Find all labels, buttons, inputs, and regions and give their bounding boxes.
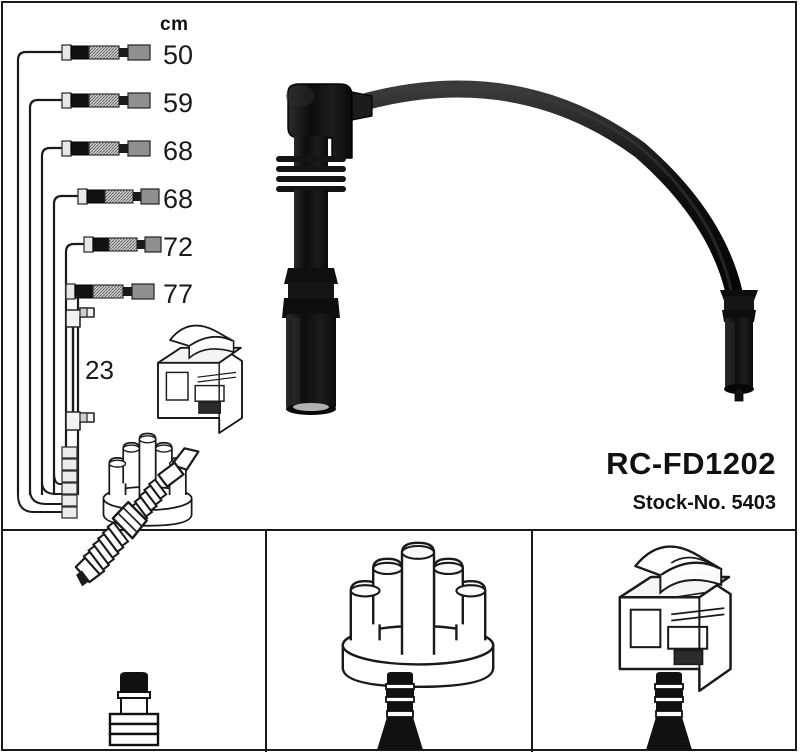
length-label-6: 77	[163, 279, 194, 309]
stock-number: Stock-No. 5403	[632, 492, 776, 514]
length-label-3: 68	[163, 136, 194, 166]
panel-divider-1	[265, 531, 267, 752]
horizontal-divider	[3, 529, 797, 531]
panel-divider-2	[531, 531, 533, 752]
length-label-4: 68	[163, 184, 194, 214]
length-label-5: 72	[163, 232, 194, 262]
unit-header: cm	[160, 14, 189, 35]
part-code: RC-FD1202	[606, 446, 776, 481]
short-lead-length-label: 23	[85, 355, 114, 385]
length-label-1: 50	[163, 40, 194, 70]
length-label-2: 59	[163, 88, 194, 118]
